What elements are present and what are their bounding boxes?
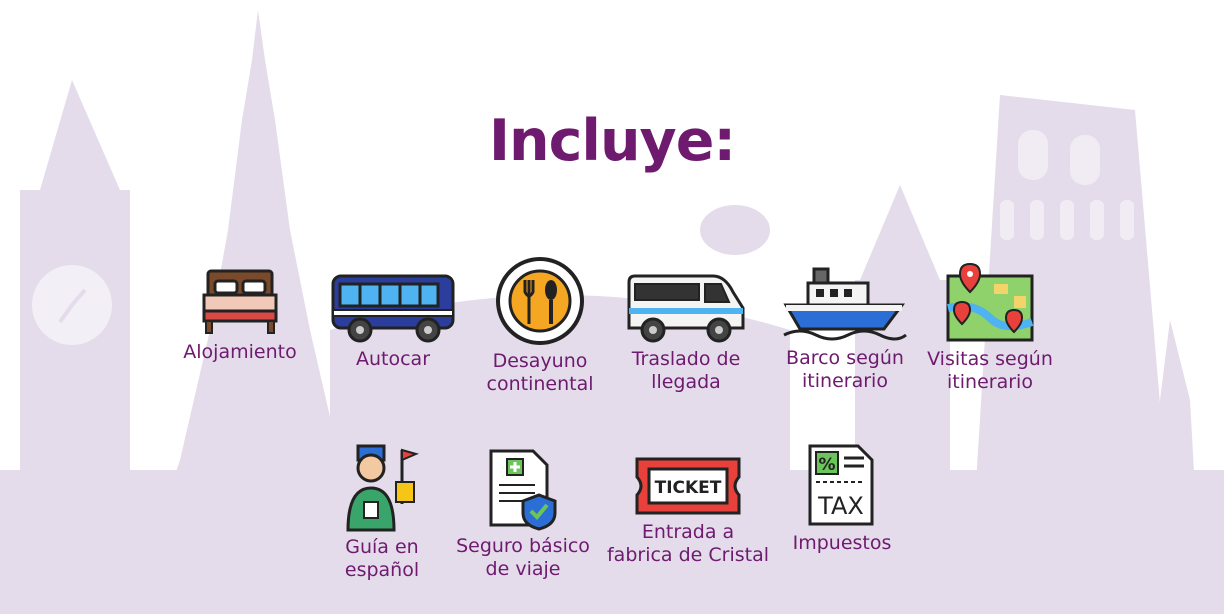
- tax-document-icon: % TAX: [808, 444, 874, 526]
- item-label: Traslado de llegada: [631, 348, 741, 393]
- item-desayuno: Desayuno continental: [455, 256, 625, 396]
- item-barco: Barco según itinerario: [760, 265, 930, 393]
- item-alojamiento: Alojamiento: [155, 265, 325, 364]
- tour-guide-icon: [346, 444, 419, 532]
- item-label: Desayuno continental: [486, 350, 594, 395]
- plate-cutlery-icon: [496, 257, 584, 345]
- item-label: Barco según itinerario: [786, 347, 904, 392]
- item-entrada: TICKET Entrada a fabrica de Cristal: [603, 455, 773, 567]
- item-label: Visitas según itinerario: [927, 348, 1053, 393]
- map-pins-icon: [946, 262, 1034, 342]
- percent-text: %: [818, 455, 835, 475]
- item-label: Autocar: [355, 348, 430, 370]
- item-seguro: Seguro básico de viaje: [438, 447, 608, 581]
- item-label: Entrada a fabrica de Cristal: [606, 521, 770, 566]
- item-label: Impuestos: [792, 532, 892, 554]
- ship-icon: [783, 267, 907, 341]
- bed-icon: [202, 269, 278, 334]
- item-impuestos: % TAX Impuestos: [757, 442, 927, 555]
- item-traslado: Traslado de llegada: [601, 272, 771, 394]
- item-label: Guía en español: [344, 536, 420, 581]
- item-label: Alojamiento: [183, 341, 297, 363]
- item-autocar: Autocar: [308, 270, 478, 371]
- tax-text: TAX: [817, 492, 864, 520]
- item-label: Seguro básico de viaje: [456, 535, 590, 580]
- page-title: Incluye:: [488, 108, 736, 174]
- item-visitas: Visitas según itinerario: [905, 262, 1075, 394]
- item-guia: Guía en español: [297, 444, 467, 582]
- ticket-text: TICKET: [655, 478, 722, 498]
- van-icon: [627, 274, 745, 343]
- insurance-document-icon: [489, 449, 557, 531]
- ticket-icon: TICKET: [635, 457, 741, 515]
- bus-icon: [331, 274, 455, 343]
